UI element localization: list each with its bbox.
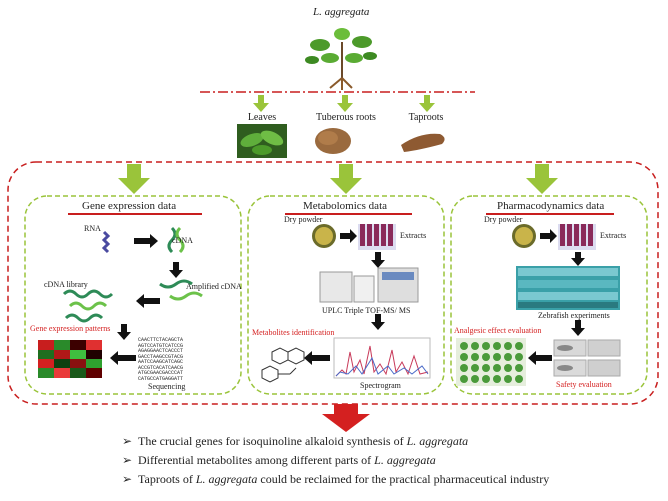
metab-panel-border [247, 195, 445, 395]
pharma-dry-powder-label: Dry powder [484, 215, 523, 224]
conclusion-text: The crucial genes for isoquinoline alkal… [138, 434, 469, 448]
metab-extracts-label: Extracts [400, 231, 427, 240]
sequence-line: AATCCAAGCATCAGC [138, 359, 184, 365]
gene-panel-border [24, 195, 242, 395]
arrow-powder-to-extracts-p [540, 229, 557, 243]
conclusion-arrow [322, 404, 370, 432]
arrow-powder-to-extracts-m [340, 229, 357, 243]
amplified-cdna [159, 279, 203, 301]
cdna-library-label: cDNA library [44, 280, 88, 289]
bullet-arrow-icon: ➢ [122, 434, 133, 448]
metab-dry-powder-label: Dry powder [284, 215, 323, 224]
gene-panel-title: Gene expression data [82, 200, 177, 212]
part-label-leaves: Leaves [247, 112, 277, 123]
sequence-line: ATGCGAACGACCCAT [138, 370, 184, 376]
arrow-cdna-to-amplified [169, 262, 183, 278]
arrow-rna-to-cdna [134, 234, 158, 248]
safety-label: Safety evaluation [556, 380, 612, 389]
conclusion-text: Differential metabolites among different… [138, 453, 436, 467]
conclusion-item: ➢ Differential metabolites among differe… [122, 451, 662, 470]
extract-tubes-p [558, 224, 596, 250]
analgesic-well-plate [456, 338, 526, 386]
amplified-cdna-label: Amplified cDNA [186, 282, 242, 291]
sequence-block: CAACTTCTACAGCTA AGTCCATGTCATCCG AGAGGAAC… [138, 337, 184, 382]
part-arrows [253, 95, 435, 112]
tuberous-roots-image [315, 128, 351, 154]
arrow-spectrum-to-structures [304, 351, 330, 365]
cdna-helix [167, 226, 185, 254]
cdna-label: cDNA [172, 236, 193, 245]
zebrafish-label: Zebrafish experiments [538, 311, 610, 320]
pharma-extracts-label: Extracts [600, 231, 627, 240]
arrow-safety-to-analgesic [528, 351, 552, 365]
dry-powder-dish [312, 224, 336, 248]
rna-strand [101, 230, 111, 254]
sequence-line: ACCGTCACATCAACG [138, 364, 184, 371]
spectrogram-label: Spectrogram [360, 381, 401, 390]
dry-powder-dish-p [512, 224, 536, 248]
sequence-line: AGAGGAACTCACCCT [138, 348, 184, 354]
arrow-to-heatmap [110, 351, 136, 365]
arrow-zebrafish-to-safety [571, 320, 585, 336]
conclusion-item: ➢ The crucial genes for isoquinoline alk… [122, 432, 662, 451]
uplc-instrument [319, 267, 419, 303]
sequence-line: CATGCCATGAGGATT [138, 375, 184, 382]
plant-icon [305, 28, 377, 90]
sequence-line: AGTCCATGTCATCCG [138, 342, 184, 349]
arrow-to-library [136, 294, 160, 308]
heatmap-image [38, 340, 102, 378]
arrow-extracts-to-uplc [371, 252, 385, 268]
gene-patterns-label: Gene expression patterns [30, 324, 111, 333]
part-label-taproots: Taproots [408, 112, 444, 123]
metab-identification-label: Metabolites identification [252, 328, 335, 337]
pharma-panel-border [450, 195, 648, 395]
conclusions-list: ➢ The crucial genes for isoquinoline alk… [122, 432, 662, 489]
rna-label: RNA [84, 224, 101, 233]
larvae-images [553, 339, 621, 377]
leaves-image [237, 124, 287, 158]
conclusion-text: Taproots of L. aggregata could be reclai… [138, 472, 550, 486]
outer-dashed-box [7, 161, 659, 405]
analgesic-label: Analgesic effect evaluation [454, 326, 542, 335]
bullet-arrow-icon: ➢ [122, 453, 133, 467]
extract-tubes-m [358, 224, 396, 250]
cdna-library [62, 289, 114, 323]
panel-arrows [118, 164, 558, 194]
arrow-uplc-to-spectrum [371, 314, 385, 330]
sequence-line: CAACTTCTACAGCTA [138, 337, 184, 343]
sequence-line: GACCTAAGCCGTACG [138, 353, 184, 360]
chemical-structures [261, 347, 305, 383]
arrow-to-sequencing [117, 324, 131, 340]
taproots-image [401, 133, 445, 152]
metab-panel-title: Metabolomics data [303, 200, 388, 212]
spectrogram-image [333, 337, 431, 379]
sequencing-label: Sequencing [148, 382, 186, 391]
pharma-panel-title: Pharmacodynamics data [497, 200, 605, 212]
conclusion-item: ➢ Taproots of L. aggregata could be recl… [122, 470, 662, 489]
uplc-label: UPLC Triple TOF-MS/ MS [322, 306, 411, 315]
bullet-arrow-icon: ➢ [122, 472, 133, 486]
arrow-extracts-to-zebrafish [571, 252, 585, 266]
main-title: L. aggregata [313, 6, 370, 18]
zebrafish-tanks-image [516, 266, 620, 310]
part-label-tuberous-roots: Tuberous roots [316, 112, 376, 123]
